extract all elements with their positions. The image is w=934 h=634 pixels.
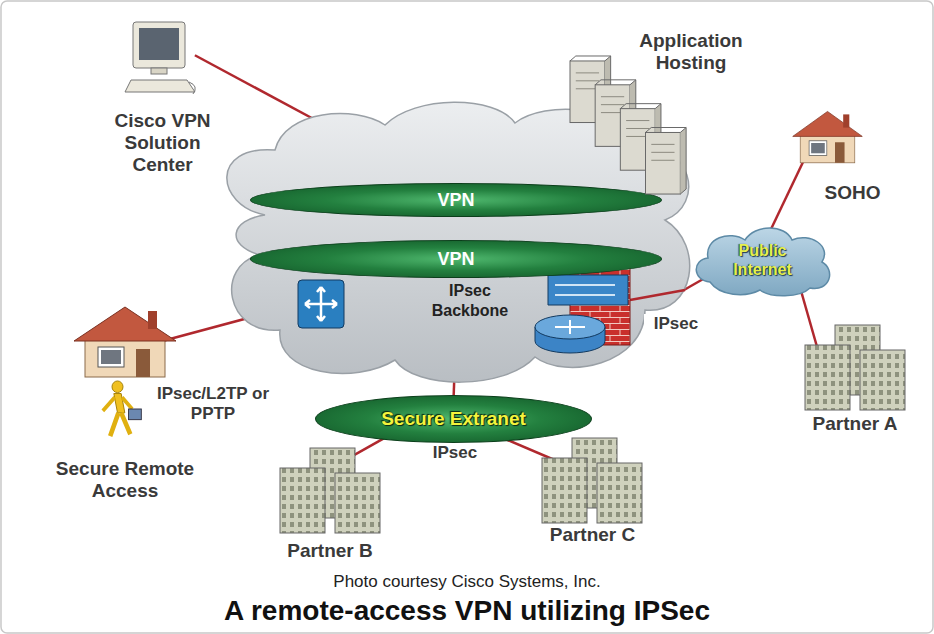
node-label: Cisco VPN Solution Center — [95, 110, 230, 176]
link-label: IPsec/L2TP or PPTP — [146, 384, 280, 424]
band-ellipse: VPN — [250, 183, 662, 217]
icon-node: Application Hosting — [570, 30, 745, 200]
icon-node: Partner A — [795, 325, 915, 440]
node-label: VPN — [437, 190, 474, 211]
icon-node: Partner B — [270, 448, 390, 563]
cloud-shape: Public Internet — [690, 222, 835, 297]
buildings-icon — [805, 325, 905, 410]
node-label: Application Hosting — [632, 30, 750, 74]
house-icon — [70, 305, 180, 380]
node-label: Partner C — [530, 524, 655, 546]
node-label: Partner B — [270, 540, 390, 562]
icon-node: Cisco VPN Solution Center — [95, 15, 230, 190]
person-icon — [90, 380, 145, 438]
computer-icon — [125, 20, 200, 98]
node-label: VPN — [437, 249, 474, 270]
node-label: Secure Remote Access — [25, 458, 225, 502]
network-link — [800, 288, 819, 354]
network-link — [770, 160, 804, 232]
node-label: IPsec Backbone — [410, 281, 530, 321]
house-icon — [790, 110, 865, 165]
protocol-label: IPsec — [425, 443, 485, 463]
servers-icon — [570, 55, 690, 200]
node-label: Public Internet — [710, 241, 815, 279]
icon-node: Partner C — [530, 438, 655, 548]
credit-note: Photo courtesy Cisco Systems, Inc. — [200, 572, 734, 592]
figure-caption: A remote-access VPN utilizing IPSec — [100, 595, 834, 627]
network-link — [195, 55, 324, 124]
link-label: IPsec — [644, 314, 708, 334]
node-label: Secure Extranet — [381, 408, 526, 430]
band-ellipse: VPN — [250, 240, 662, 278]
node-label: SOHO — [815, 182, 890, 204]
band-ellipse: Secure Extranet — [315, 395, 592, 443]
node-label: Partner A — [795, 413, 915, 435]
buildings-icon — [280, 448, 380, 533]
internet-cloud — [690, 222, 835, 297]
icon-node: SOHO — [780, 110, 900, 210]
buildings-icon — [542, 438, 642, 523]
